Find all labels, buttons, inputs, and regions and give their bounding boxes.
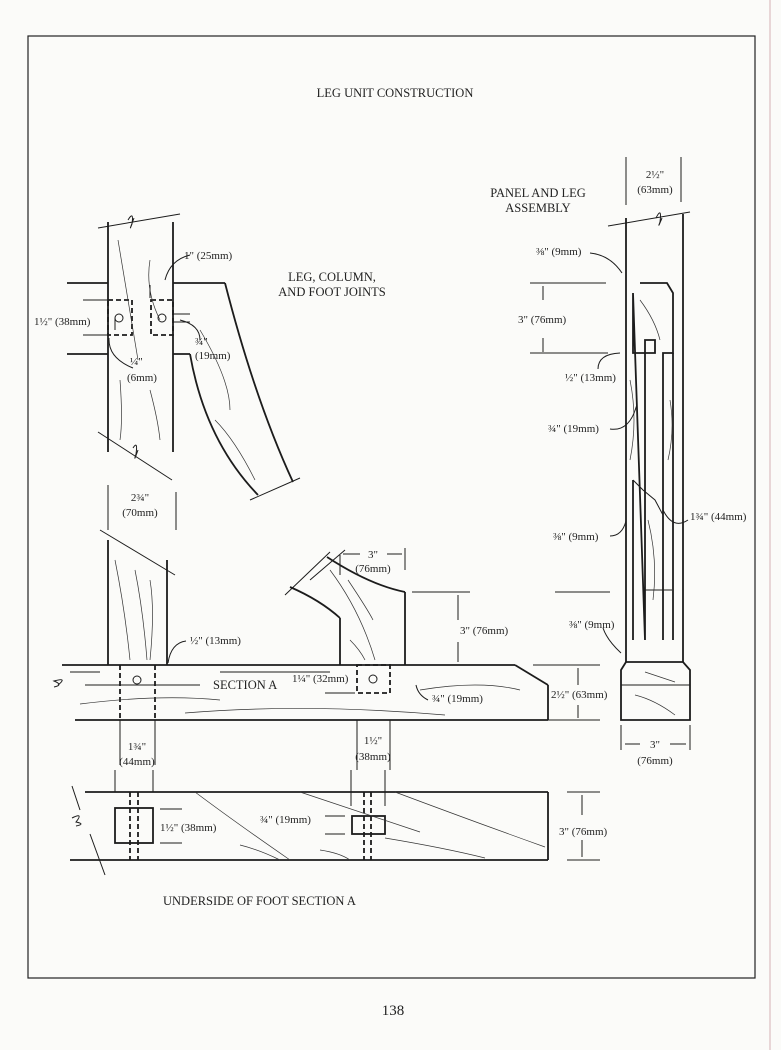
- caption-section-a: SECTION A: [213, 678, 277, 692]
- caption-panel-leg: PANEL AND LEG: [490, 186, 586, 200]
- dim-3q: ¾": [195, 336, 208, 348]
- dim-panel-3-8-base: ⅜" (9mm): [569, 619, 615, 631]
- dim-3in: 3": [368, 549, 378, 561]
- dim-2-3q: 2¾": [131, 492, 149, 504]
- caption-leg-joints: LEG, COLUMN,: [288, 270, 376, 284]
- dim-70mm: (70mm): [122, 507, 158, 519]
- dim-panel-half-13mm: ½" (13mm): [565, 372, 616, 384]
- underside-foot-drawing: [70, 770, 600, 876]
- dim-3-76mm-column: 3" (76mm): [460, 625, 509, 637]
- dim-1q-32mm: 1¼" (32mm): [292, 673, 349, 685]
- dim-panel-63mm: (63mm): [637, 184, 673, 196]
- dim-3q-19mm-underside: ¾" (19mm): [260, 814, 311, 826]
- page-number: 138: [382, 1003, 405, 1019]
- page-frame: [27, 35, 756, 979]
- leg-column-joint-drawing: [67, 213, 301, 501]
- dim-1q: ¼": [130, 356, 143, 368]
- dim-1half-38mm: 1½" (38mm): [34, 316, 91, 328]
- dim-panel-3-8-top: ⅜" (9mm): [536, 246, 582, 258]
- dim-19mm: (19mm): [195, 350, 231, 362]
- dim-1half-38mm-underside: 1½" (38mm): [160, 822, 217, 834]
- dim-panel-3q-19mm: ¾" (19mm): [548, 423, 599, 435]
- dim-panel-1-3q-44mm: 1¾" (44mm): [690, 511, 747, 523]
- dim-panel-2half: 2½": [646, 169, 664, 181]
- dim-panel-3in: 3": [650, 739, 660, 751]
- page-title: LEG UNIT CONSTRUCTION: [317, 86, 474, 100]
- dim-44mm: (44mm): [119, 756, 155, 768]
- dim-6mm: (6mm): [127, 372, 157, 384]
- dim-38mm: (38mm): [355, 751, 391, 763]
- panel-leg-assembly-drawing: [530, 157, 691, 750]
- dim-panel-3-8-mid: ⅜" (9mm): [553, 531, 599, 543]
- dim-3-76mm-underside: 3" (76mm): [559, 826, 608, 838]
- dim-1-3q: 1¾": [128, 741, 146, 753]
- caption-panel-leg-2: ASSEMBLY: [505, 201, 570, 215]
- caption-underside-foot: UNDERSIDE OF FOOT SECTION A: [163, 894, 356, 908]
- leg-foot-section-drawing: [52, 485, 600, 770]
- dim-3q-19mm-foot: ¾" (19mm): [432, 693, 483, 705]
- caption-leg-joints-2: AND FOOT JOINTS: [278, 285, 385, 299]
- dim-1in: 1" (25mm): [184, 250, 233, 262]
- dim-half-13mm: ½" (13mm): [190, 635, 241, 647]
- dim-2half-63mm: 2½" (63mm): [551, 689, 608, 701]
- dim-panel-76mm: (76mm): [637, 755, 673, 767]
- dim-panel-3-76mm: 3" (76mm): [518, 314, 567, 326]
- dim-1half: 1½": [364, 735, 382, 747]
- dim-76mm: (76mm): [355, 563, 391, 575]
